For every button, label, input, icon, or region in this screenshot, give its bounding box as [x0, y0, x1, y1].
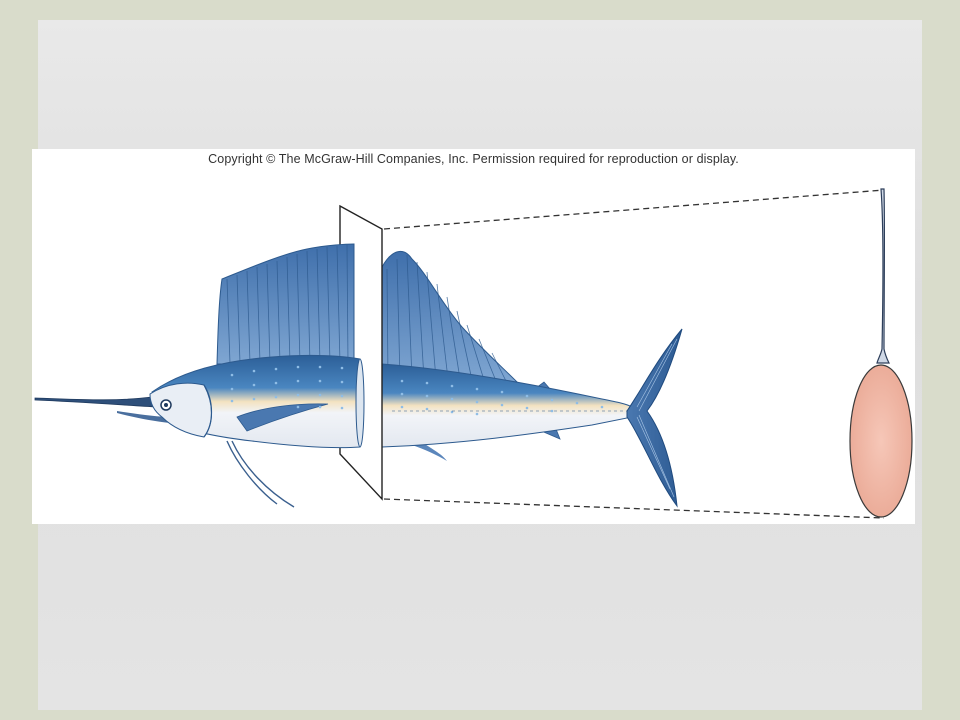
pectoral-fin: [236, 403, 329, 432]
body-cross-section: [849, 188, 913, 518]
bill: [34, 396, 158, 408]
fish-front: [34, 243, 365, 508]
front-sail-fin: [216, 243, 355, 365]
pelvic-filament: [226, 440, 295, 508]
sailfish-diagram: [34, 188, 913, 519]
figure-panel: Copyright © The McGraw-Hill Companies, I…: [32, 149, 915, 524]
lower-jaw: [117, 411, 172, 423]
dorsal-spine-section: [876, 188, 890, 364]
body-section-oval: [849, 364, 913, 518]
caudal-fin: [626, 328, 683, 508]
copyright-notice: Copyright © The McGraw-Hill Companies, I…: [208, 152, 739, 166]
fish-rear: [381, 251, 683, 508]
cut-face: [355, 358, 365, 448]
head: [149, 382, 212, 438]
projection-lines: [383, 189, 885, 519]
